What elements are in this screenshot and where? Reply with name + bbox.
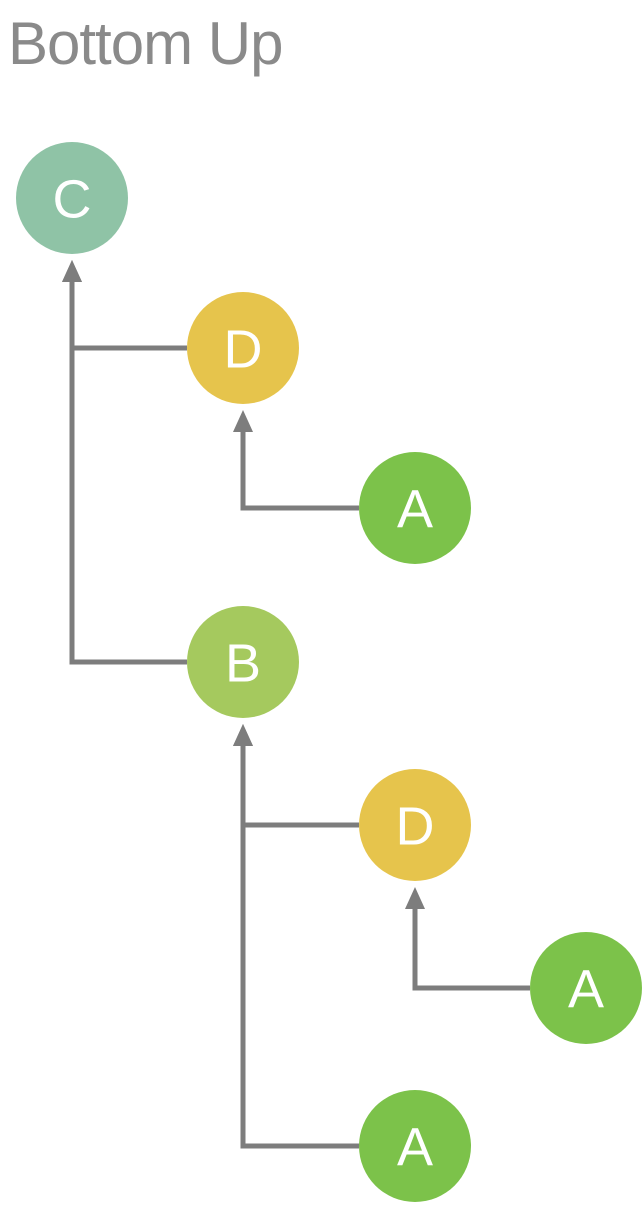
edge-A3-to-B [240,744,359,1149]
node-circle-D2 [359,769,471,881]
edge-D2-to-B [240,744,359,828]
node-label-A2: A [568,959,604,1019]
node-D1: D [187,292,299,404]
node-circle-D1 [187,292,299,404]
node-A2: A [530,932,642,1044]
edge-A1-to-D1 [240,430,359,511]
node-label-A1: A [397,479,433,539]
edge-A2-to-D2 [412,907,530,991]
node-label-D2: D [396,796,435,856]
node-circle-A2 [530,932,642,1044]
arrowhead-A1-to-D1 [233,410,253,432]
node-label-B: B [225,633,261,693]
arrowhead-B-to-C [62,260,82,282]
node-B: B [187,606,299,718]
arrowhead-A3-to-B [233,724,253,746]
node-label-A3: A [397,1117,433,1177]
node-C: C [16,142,128,254]
node-A3: A [359,1090,471,1202]
node-circle-C [16,142,128,254]
page-title: Bottom Up [8,10,283,77]
node-circle-A3 [359,1090,471,1202]
node-label-C: C [53,169,92,229]
edge-B-to-C [69,280,187,665]
edge-D1-to-C [69,280,187,351]
node-circle-B [187,606,299,718]
node-D2: D [359,769,471,881]
arrowhead-A2-to-D2 [405,887,425,909]
node-circle-A1 [359,452,471,564]
node-A1: A [359,452,471,564]
node-label-D1: D [224,319,263,379]
